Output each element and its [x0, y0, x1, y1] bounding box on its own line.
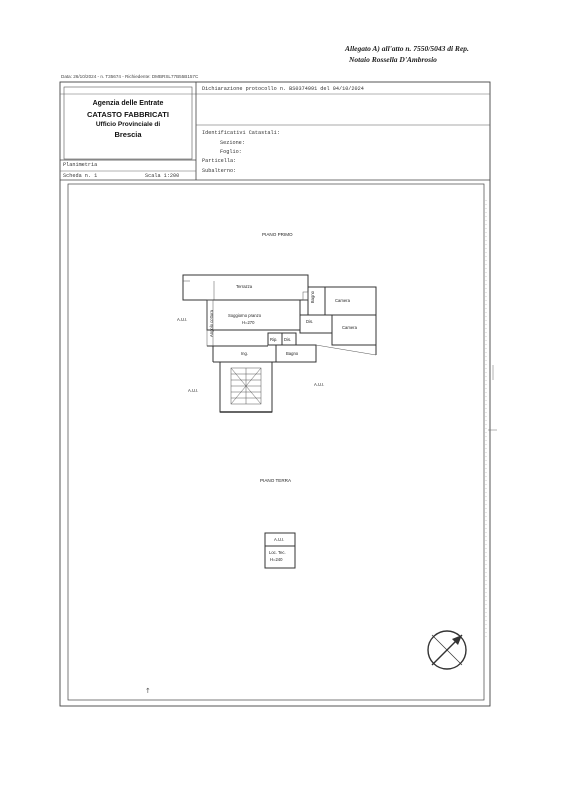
label-aui-left: A.U.I.: [177, 317, 188, 322]
deed-annotation-line1: Allegato A) all'atto n. 7550/5043 di Rep…: [345, 44, 469, 53]
technical-room-outline: [264, 545, 296, 569]
office-label: Ufficio Provinciale di: [95, 121, 161, 128]
label-aui-right: A.U.I.: [314, 382, 325, 387]
room-dis-2: Dis.: [284, 337, 292, 342]
room-terrazza: Terrazza: [236, 284, 253, 289]
agency-name: Agenzia delle Entrate: [92, 100, 164, 107]
compass-icon: [427, 630, 467, 670]
room-disimpegno: Dis.: [306, 319, 314, 324]
request-meta-line: Data: 26/10/2024 - n. T35674 - Richieden…: [61, 74, 199, 79]
room-bagno-bottom: Bagno: [286, 351, 299, 356]
protocol-line: Dichiarazione protocollo n. BS0374991 de…: [202, 86, 364, 92]
svg-text:↑: ↑: [145, 687, 151, 695]
planimetria-label: Planimetria: [63, 162, 98, 168]
label-aui-stairs: A.U.I.: [188, 388, 199, 393]
room-height: H=270: [242, 320, 255, 325]
deed-annotation-line2: Notaio Rossella D'Ambrosio: [349, 55, 437, 64]
room-loc-tec: Loc. Tec.: [269, 550, 286, 555]
room-angolo-cottura: Angolo cottura: [209, 310, 214, 338]
room-soggiorno: Soggiorno pranzo: [228, 313, 262, 318]
room-camera-2: Camera: [342, 325, 357, 330]
piano-terra-label: PIANO TERRA: [260, 478, 292, 483]
scala-label: Scala 1:200: [145, 173, 180, 179]
sezione-label: Sezione:: [220, 140, 245, 146]
bathroom-outline: [275, 344, 317, 363]
room-loc-tec-height: H=240: [270, 557, 283, 562]
label-aui-ground: A.U.I.: [274, 537, 285, 542]
subalterno-label: Subalterno:: [202, 168, 237, 174]
room-bagno-top: Bagno: [310, 291, 315, 304]
identifiers-title: Identificativi Catastali:: [202, 130, 280, 136]
room-ripostiglio: Rip.: [270, 337, 278, 342]
bedroom-2-outline: [331, 314, 377, 346]
particella-label: Particella:: [202, 158, 237, 164]
catasto-title: CATASTO FABBRICATI: [87, 110, 169, 119]
room-ingresso: Ing.: [241, 351, 248, 356]
agency-block: Agenzia delle Entrate CATASTO FABBRICATI…: [64, 100, 192, 139]
room-camera-1: Camera: [335, 298, 350, 303]
foglio-label: Foglio:: [220, 149, 242, 155]
piano-primo-label: PIANO PRIMO: [262, 232, 293, 237]
scheda-label: Scheda n. 1: [63, 173, 98, 179]
office-city: Brescia: [114, 130, 142, 139]
